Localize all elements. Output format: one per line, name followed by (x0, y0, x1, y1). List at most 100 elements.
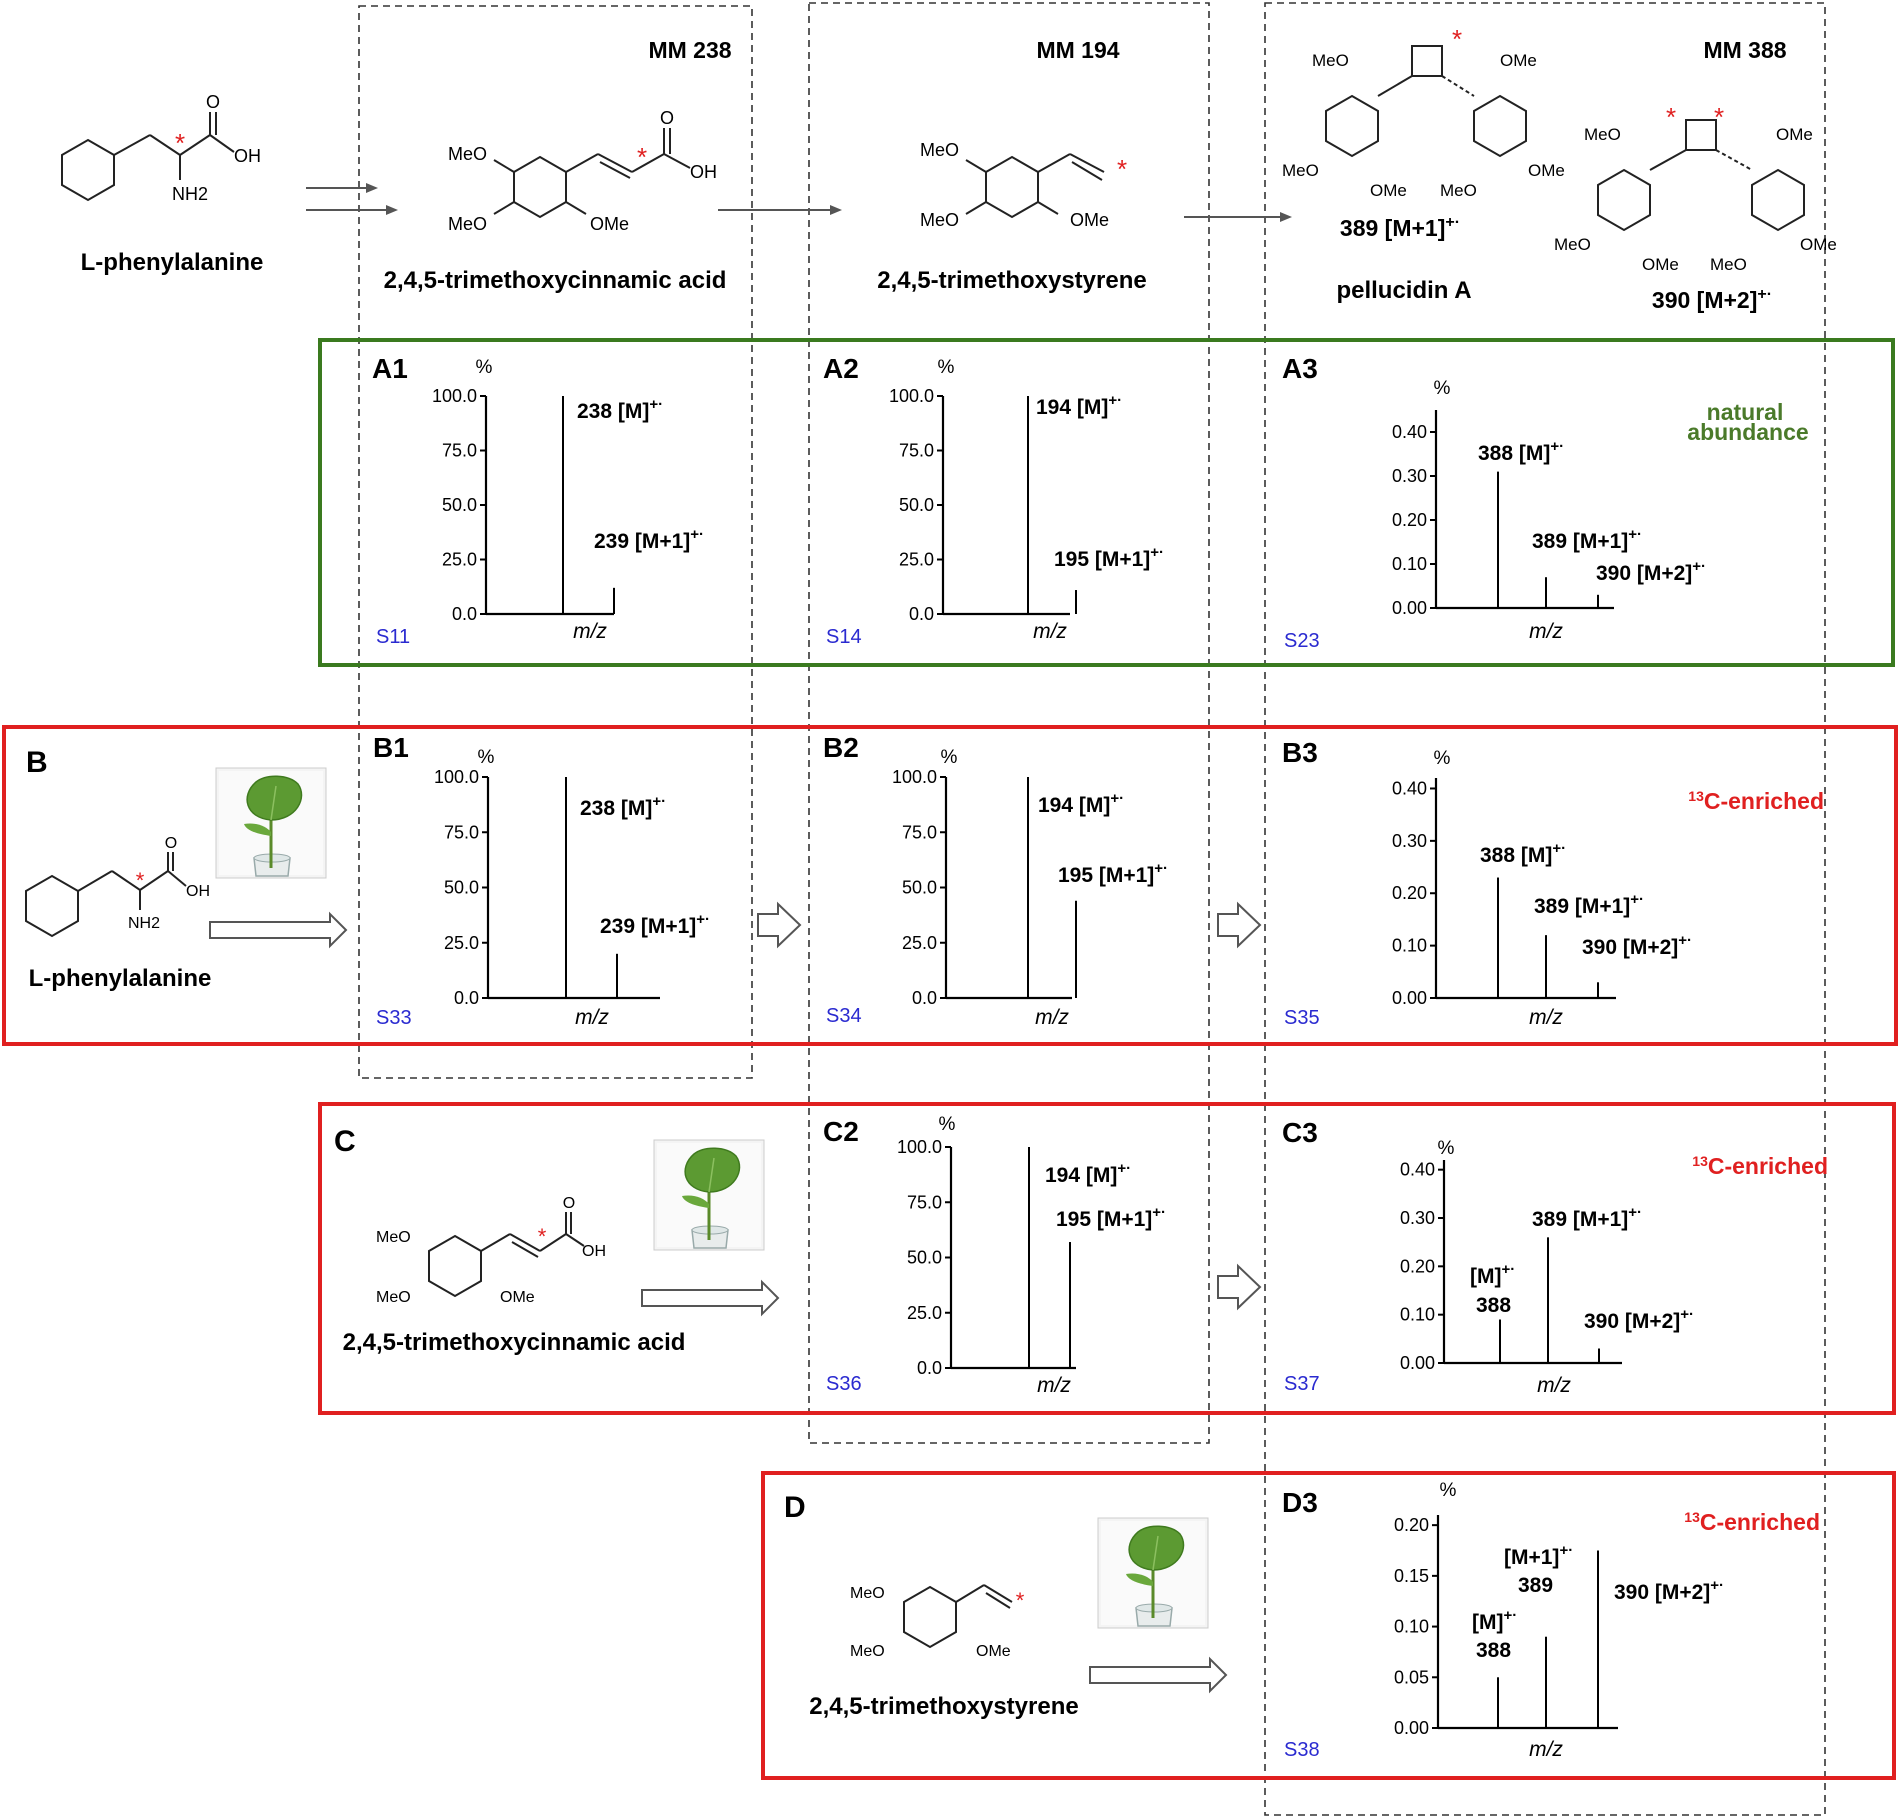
phenylalanine-label: L-phenylalanine (81, 249, 264, 276)
y-tick-label: 0.0 (917, 1358, 942, 1378)
peak-label: 388 [M]+· (1480, 840, 1566, 867)
row-a-box (318, 338, 1895, 667)
x-axis-label: m/z (1037, 1374, 1071, 1397)
svg-text:O: O (563, 1195, 575, 1212)
svg-text:OH: OH (186, 883, 210, 900)
svg-text:O: O (206, 92, 220, 112)
supplementary-ref: S35 (1284, 1007, 1320, 1029)
y-tick-label: 0.40 (1392, 778, 1427, 798)
svg-text:OMe: OMe (1500, 51, 1537, 70)
y-tick-label: 75.0 (444, 822, 479, 842)
p389-label: 389 [M+1]+· (1340, 214, 1460, 241)
svg-text:OH: OH (234, 146, 261, 166)
styrene-label: 2,4,5-trimethoxystyrene (877, 267, 1146, 294)
y-tick-label: 0.15 (1394, 1566, 1429, 1586)
phenylalanine-structure: O OH NH2 * (61, 92, 261, 204)
row-b-label: B (26, 746, 48, 779)
peak-label: 195 [M+1]+· (1058, 860, 1168, 887)
y-tick-label: 0.0 (909, 604, 934, 624)
cinnamic-acid-structure-c: O OH * MeO MeO OMe (376, 1195, 606, 1306)
svg-text:OH: OH (690, 162, 717, 182)
svg-text:*: * (1666, 102, 1676, 132)
y-tick-label: 0.00 (1392, 988, 1427, 1008)
svg-text:OMe: OMe (1370, 181, 1407, 200)
panel-label: A1 (372, 353, 408, 384)
arrow-b1-b2 (757, 901, 802, 949)
peak-label: 239 [M+1]+· (600, 911, 710, 938)
spectrum-c3: C3%0.400.300.200.100.00[M]+·389 [M+1]+·3… (1282, 1117, 1694, 1397)
y-tick-label: 75.0 (907, 1192, 942, 1212)
pellucidin-label: pellucidin A (1336, 277, 1471, 304)
svg-text:OMe: OMe (976, 1643, 1011, 1660)
svg-text:MeO: MeO (1554, 235, 1591, 254)
row-b-tag: 13C-enriched (1688, 788, 1824, 814)
feed-arrow-b (209, 911, 348, 949)
column-388-box (1264, 2, 1826, 1816)
y-tick-label: 100.0 (889, 386, 934, 406)
y-tick-label: 25.0 (444, 933, 479, 953)
peak-label: 194 [M]+· (1036, 392, 1122, 419)
svg-text:MeO: MeO (448, 144, 487, 164)
row-d-tag: 13C-enriched (1684, 1509, 1820, 1535)
x-axis-label: m/z (573, 620, 607, 643)
y-unit-label: % (478, 747, 495, 768)
svg-text:*: * (1117, 154, 1127, 184)
svg-text:MeO: MeO (920, 210, 959, 230)
svg-text:*: * (1016, 1588, 1025, 1613)
x-axis-label: m/z (1035, 1006, 1069, 1029)
svg-text:MeO: MeO (448, 214, 487, 234)
svg-text:OMe: OMe (1070, 210, 1109, 230)
x-axis-label: m/z (575, 1006, 609, 1029)
peak-label: 194 [M]+· (1038, 790, 1124, 817)
x-axis-label: m/z (1529, 1738, 1563, 1761)
y-unit-label: % (939, 1114, 956, 1135)
y-tick-label: 75.0 (442, 441, 477, 461)
svg-text:OMe: OMe (1800, 235, 1837, 254)
y-tick-label: 100.0 (432, 386, 477, 406)
y-tick-label: 0.20 (1394, 1515, 1429, 1535)
row-b-box (2, 725, 1898, 1046)
peak-mass-label: 388 (1476, 1294, 1511, 1317)
cinnamic-acid-label-c: 2,4,5-trimethoxycinnamic acid (343, 1329, 686, 1356)
peak-label: [M]+· (1470, 1261, 1515, 1288)
svg-text:OMe: OMe (1528, 161, 1565, 180)
feed-arrow-c (641, 1279, 780, 1317)
x-axis-label: m/z (1033, 620, 1067, 643)
y-tick-label: 0.10 (1392, 936, 1427, 956)
p390-label: 390 [M+2]+· (1652, 286, 1772, 313)
y-tick-label: 50.0 (907, 1248, 942, 1268)
supplementary-ref: S37 (1284, 1373, 1320, 1395)
phenylalanine-structure-b: O OH NH2 * (25, 835, 210, 937)
panel-label: D3 (1282, 1487, 1318, 1518)
supplementary-ref: S11 (376, 626, 410, 648)
styrene-structure-d: * MeO MeO OMe (850, 1584, 1025, 1660)
y-tick-label: 75.0 (902, 822, 937, 842)
svg-text:MeO: MeO (1710, 255, 1747, 274)
styrene-structure: * MeO MeO OMe (920, 140, 1127, 230)
peak-label: 195 [M+1]+· (1056, 1204, 1166, 1231)
x-axis-label: m/z (1537, 1374, 1571, 1397)
styrene-label-d: 2,4,5-trimethoxystyrene (809, 1693, 1078, 1720)
peak-label: 195 [M+1]+· (1054, 544, 1164, 571)
mm-238-label: MM 238 (648, 37, 731, 63)
panel-label: B3 (1282, 737, 1318, 768)
y-unit-label: % (1434, 748, 1451, 769)
peak-label: [M+1]+· (1504, 1542, 1573, 1569)
y-tick-label: 0.20 (1400, 1256, 1435, 1276)
peak-label: 389 [M+1]+· (1532, 526, 1642, 553)
svg-text:*: * (136, 868, 145, 893)
x-axis-label: m/z (1529, 1006, 1563, 1029)
peak-label: 390 [M+2]+· (1614, 1577, 1724, 1604)
row-d-box (761, 1471, 1896, 1780)
svg-text:NH2: NH2 (172, 184, 208, 204)
cinnamic-acid-structure: O OH * MeO MeO OMe (448, 108, 717, 234)
y-tick-label: 0.30 (1392, 831, 1427, 851)
mm-194-label: MM 194 (1036, 37, 1119, 63)
svg-text:MeO: MeO (376, 1229, 411, 1246)
svg-text:MeO: MeO (850, 1585, 885, 1602)
